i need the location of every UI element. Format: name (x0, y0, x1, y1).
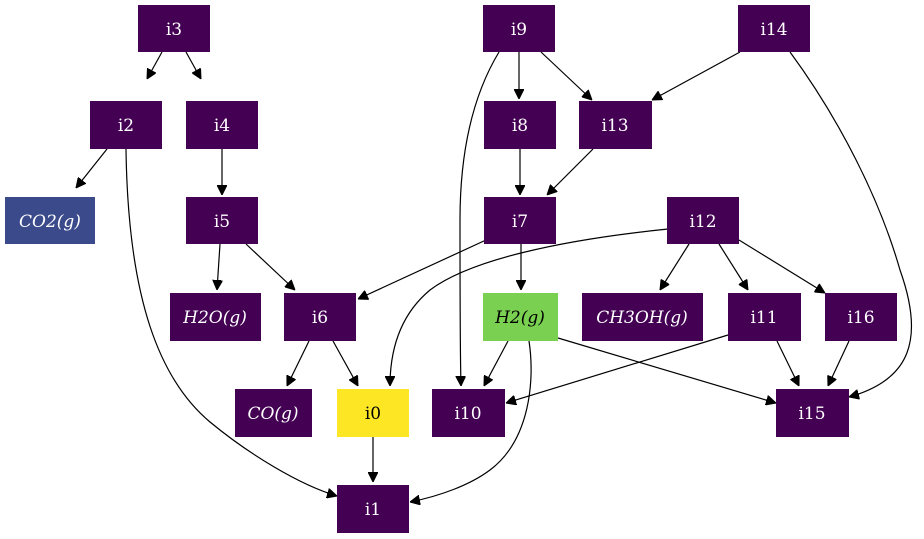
node-ch3oh[interactable]: CH3OH(g) (582, 293, 703, 341)
node-co-label: CO(g) (247, 404, 298, 424)
edge-i5-i6 (245, 243, 295, 290)
node-h2-label: H2(g) (494, 308, 545, 328)
edge-i3-i4 (185, 51, 201, 79)
edge-i14-i13 (652, 51, 741, 100)
node-co2[interactable]: CO2(g) (5, 197, 95, 244)
node-i3[interactable]: i3 (138, 5, 210, 52)
edge-i12-ch3oh (660, 243, 690, 290)
node-i13[interactable]: i13 (579, 101, 652, 149)
node-i4-label: i4 (214, 116, 230, 136)
node-i8[interactable]: i8 (484, 101, 556, 149)
node-i15-label: i15 (798, 404, 825, 424)
node-i11[interactable]: i11 (728, 293, 801, 341)
edge-i6-i0 (332, 340, 358, 386)
node-i2-label: i2 (118, 116, 134, 136)
node-i7[interactable]: i7 (484, 197, 556, 244)
node-i0[interactable]: i0 (337, 389, 409, 437)
node-h2[interactable]: H2(g) (483, 293, 558, 341)
edge-i7-i6 (358, 239, 487, 299)
edge-i6-co (287, 340, 310, 386)
node-i6[interactable]: i6 (284, 293, 356, 341)
node-i4[interactable]: i4 (186, 101, 258, 149)
node-co2-label: CO2(g) (19, 212, 81, 232)
edge-i9-i10 (460, 51, 500, 386)
edge-i13-i7 (547, 148, 594, 195)
edge-h2-i15 (557, 337, 776, 403)
node-i16[interactable]: i16 (825, 293, 897, 341)
edge-i2-co2 (76, 148, 108, 188)
node-i8-label: i8 (512, 116, 528, 136)
node-i5-label: i5 (214, 212, 230, 232)
node-ch3oh-label: CH3OH(g) (596, 308, 688, 328)
node-h2o-label: H2O(g) (182, 308, 247, 328)
edge-i9-i13 (540, 51, 592, 100)
node-i0-label: i0 (365, 404, 381, 424)
edges (76, 51, 913, 502)
edge-i2-i1 (125, 148, 337, 496)
node-i14[interactable]: i14 (738, 5, 810, 52)
nodes: i3 i9 i14 i2 i4 i8 i13 CO2(g) (5, 5, 897, 533)
edge-i14-i15 (789, 51, 913, 397)
edge-i12-i11 (718, 243, 748, 290)
node-i1-label: i1 (365, 500, 381, 520)
node-i15[interactable]: i15 (776, 389, 849, 437)
edge-i12-i16 (738, 239, 825, 293)
edge-i3-i2 (147, 51, 163, 79)
node-i12-label: i12 (689, 212, 716, 232)
node-i10-label: i10 (454, 404, 481, 424)
edge-i11-i15 (776, 340, 799, 386)
node-i11-label: i11 (750, 308, 777, 328)
node-i9-label: i9 (511, 20, 527, 40)
edge-h2-i10 (483, 340, 509, 386)
node-i6-label: i6 (312, 308, 328, 328)
edge-i16-i15 (828, 340, 850, 386)
edge-i5-h2o (217, 243, 220, 290)
node-i13-label: i13 (601, 116, 628, 136)
node-i16-label: i16 (847, 308, 874, 328)
node-i3-label: i3 (166, 20, 182, 40)
node-h2o[interactable]: H2O(g) (170, 293, 261, 341)
edge-i12-i0 (390, 228, 669, 386)
node-i2[interactable]: i2 (90, 101, 162, 149)
edge-h2-i1 (410, 340, 532, 502)
node-co[interactable]: CO(g) (235, 389, 312, 437)
node-i14-label: i14 (760, 20, 787, 40)
node-i12[interactable]: i12 (667, 197, 739, 244)
node-i7-label: i7 (512, 212, 528, 232)
node-i1[interactable]: i1 (337, 485, 409, 533)
node-i10[interactable]: i10 (432, 389, 505, 437)
edge-i11-i10 (506, 334, 729, 403)
node-i5[interactable]: i5 (186, 197, 258, 244)
node-i9[interactable]: i9 (483, 5, 555, 52)
